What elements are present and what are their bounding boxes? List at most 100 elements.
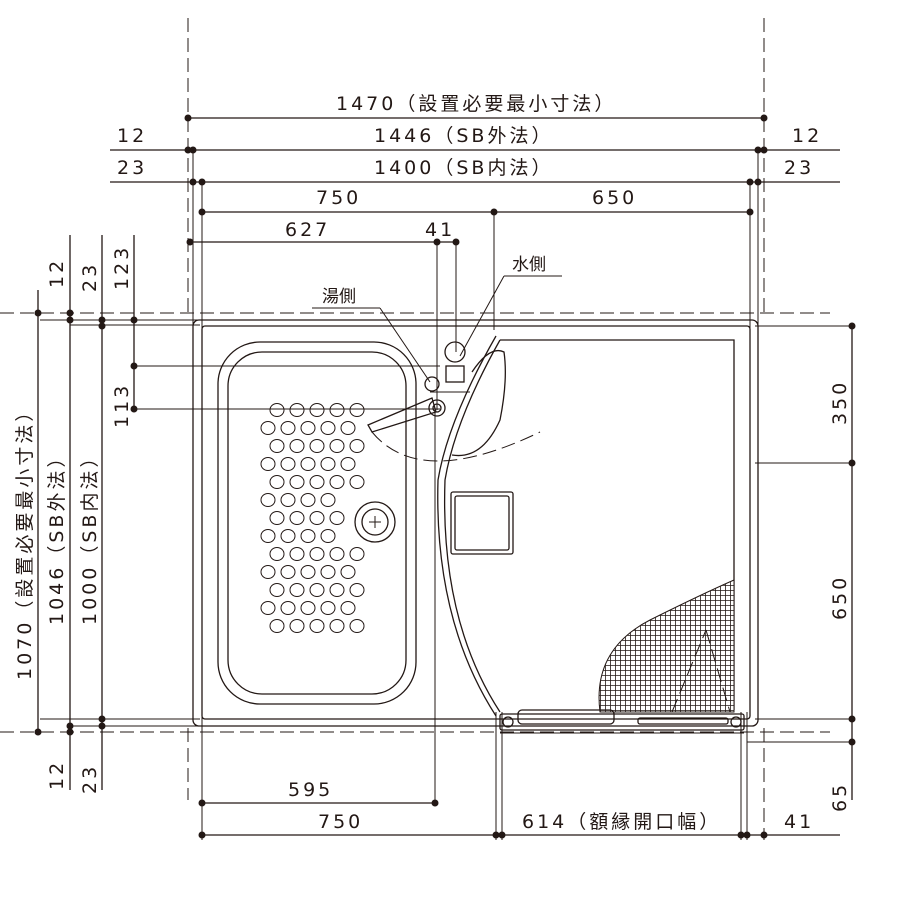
tub-hole [269,439,285,453]
tub-hole [309,583,325,597]
tub-hole [349,619,365,633]
dim-12-top-right: 12 [792,125,822,147]
tub-hole [289,403,305,417]
dim-23-top-left: 23 [117,157,147,179]
tub-hole [260,601,276,615]
tub-hole [340,457,356,471]
tub-hole [280,565,296,579]
tub-hole [349,475,365,489]
dim-1000: 1000（SB内法） [79,446,101,625]
tub-hole [280,493,296,507]
tub-hole [289,583,305,597]
tub-hole [300,457,316,471]
tub-hole [309,403,325,417]
dim-12-top-left: 12 [117,125,147,147]
tub-hole [260,493,276,507]
tub-hole [269,547,285,561]
tub-hole [280,421,296,435]
tub-hole [320,421,336,435]
door-sill [499,709,745,734]
tub-hole [289,475,305,489]
tub-hole [260,529,276,543]
tub-hole [300,421,316,435]
dim-23-left-top: 23 [79,262,101,292]
bottom-dimensions: 595 750 614（額縁開口幅） 41 [198,410,840,839]
faucet-assembly [367,340,541,462]
tub-hole [320,529,336,543]
dim-23-top-right: 23 [784,157,814,179]
wash-area [437,335,735,717]
tub-hole [309,547,325,561]
tub-hole [329,511,345,525]
dim-1400: 1400（SB内法） [374,157,553,179]
dim-23-left-bottom: 23 [79,764,101,794]
dim-627: 627 [285,219,330,241]
tub-hole [260,565,276,579]
drain [354,501,396,543]
dim-12-left-bottom: 12 [46,760,68,790]
dim-650-right: 650 [829,575,851,620]
tub-hole [300,529,316,543]
dim-123: 123 [111,245,133,290]
tub-hole [329,619,345,633]
tub-hole [269,475,285,489]
tub-hole [289,619,305,633]
tub-hole [260,421,276,435]
tub-hole [309,475,325,489]
dim-750-top: 750 [316,187,361,209]
tub-hole [280,601,296,615]
dim-1446: 1446（SB外法） [374,125,553,147]
tub-hole [320,565,336,579]
dim-113: 113 [111,383,133,428]
tub-hole [349,403,365,417]
tub-hole [340,601,356,615]
tub-hole [349,439,365,453]
label-water-side: 水側 [512,255,546,275]
dim-350: 350 [829,380,851,425]
dim-12-left-top: 12 [46,258,68,288]
dim-1070: 1070（設置必要最小寸法） [14,400,36,680]
top-dimensions: 1470（設置必要最小寸法） 1446（SB外法） 1400（SB内法） 12 … [110,93,840,410]
tub-hole [340,421,356,435]
tub-hole [280,529,296,543]
dim-595: 595 [288,779,333,801]
tub-hole [329,403,345,417]
tub-hole [300,601,316,615]
dim-650-top: 650 [592,187,637,209]
dim-1046: 1046（SB外法） [46,446,68,625]
tub-hole [309,439,325,453]
tub-hole [309,511,325,525]
tub-hole [329,475,345,489]
tub-hole [349,547,365,561]
label-hot-side: 湯側 [322,287,356,307]
tub-hole [320,457,336,471]
dim-750-bottom: 750 [318,811,363,833]
dim-41-top: 41 [425,219,455,241]
tub-hole [300,565,316,579]
tub-hole [280,457,296,471]
callouts: 水側 湯側 [312,255,562,383]
tub-hole [269,403,285,417]
tub-hole [329,583,345,597]
dim-65: 65 [829,782,851,812]
bathtub [217,341,417,705]
extension-lines [0,18,855,840]
tub-hole [329,547,345,561]
tub-hole [309,619,325,633]
tub-hole [320,493,336,507]
tub-anti-slip-holes [260,403,365,633]
tub-hole [289,547,305,561]
tub-hole [269,619,285,633]
tub-hole [300,493,316,507]
left-dimensions: 12 23 123 113 1070（設置必要最小寸法） 1046（SB外法） … [14,235,440,794]
tub-hole [269,583,285,597]
tub-hole [329,439,345,453]
tub-hole [260,457,276,471]
right-dimensions: 350 650 65 [829,322,856,812]
tub-hole [320,601,336,615]
tub-hole [289,511,305,525]
dim-41-bottom: 41 [784,811,814,833]
dim-614: 614（額縁開口幅） [522,811,721,833]
tub-hole [340,565,356,579]
